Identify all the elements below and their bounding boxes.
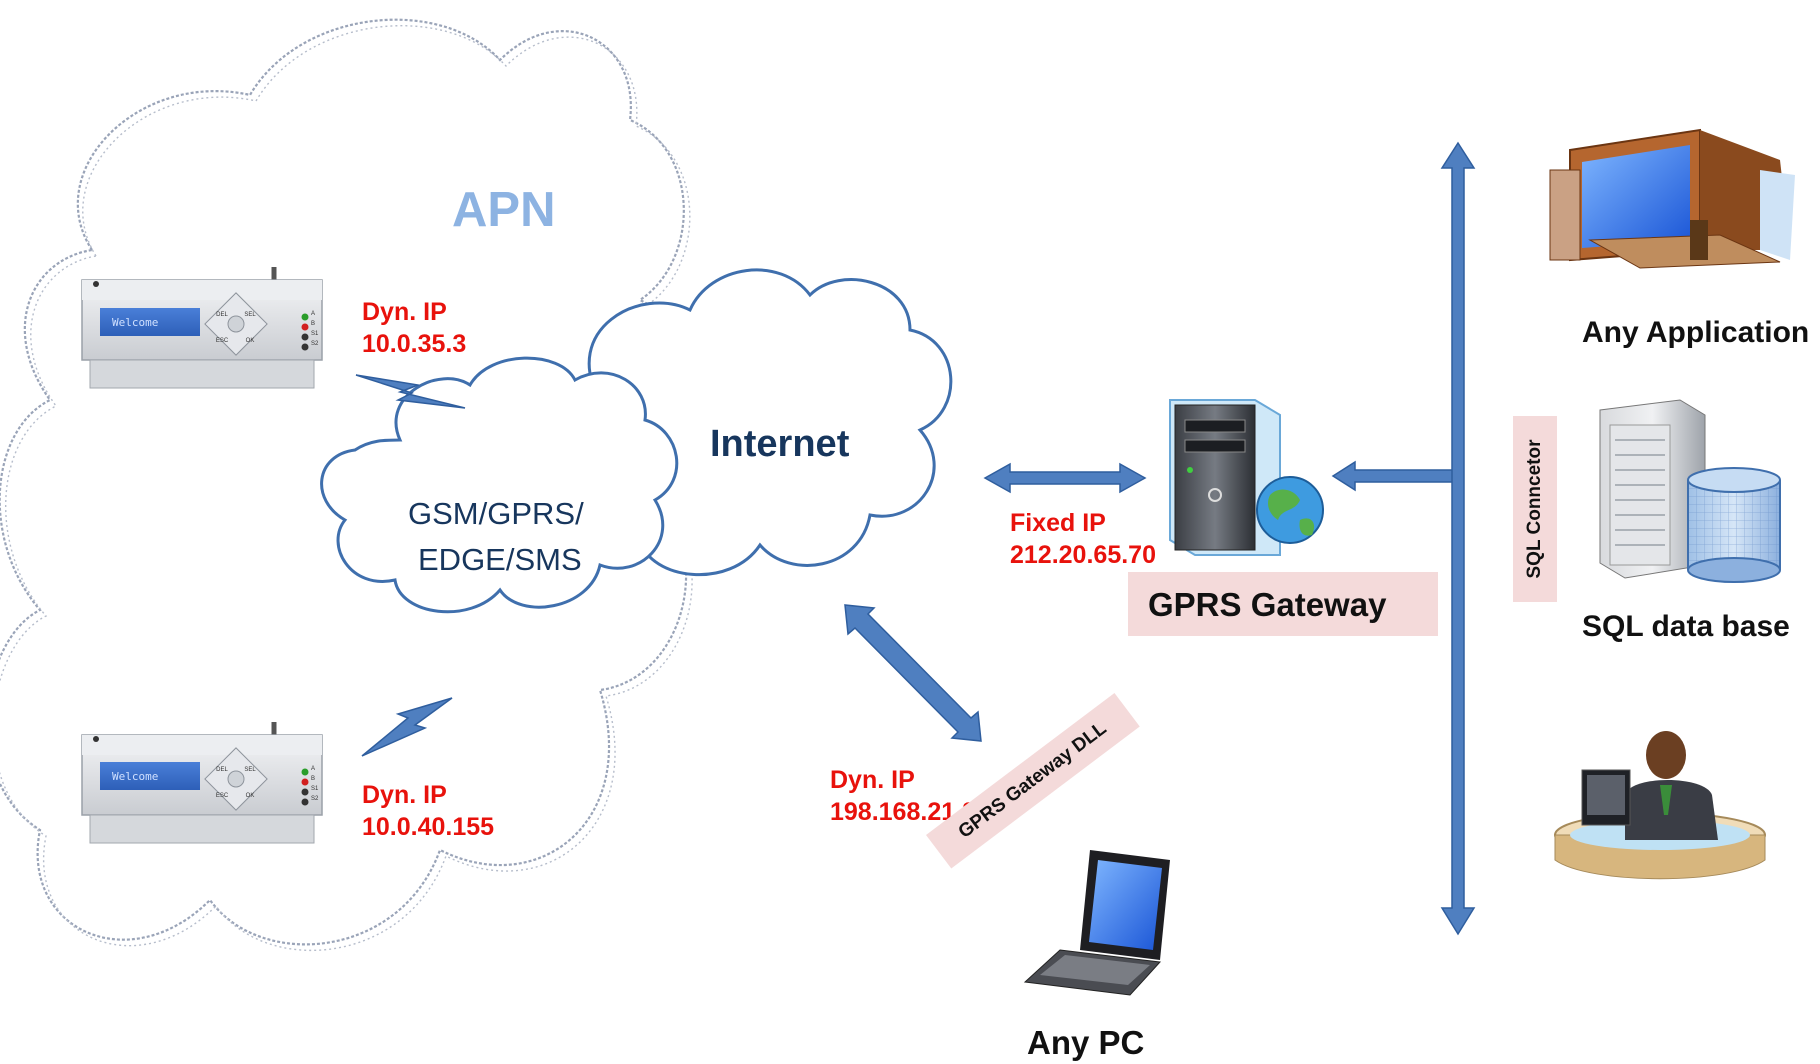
internet-label: Internet <box>710 423 850 465</box>
pc-ip-label: Dyn. IP <box>830 766 915 794</box>
device-leds <box>301 313 309 806</box>
device-top-screen-text: Welcome <box>112 316 159 329</box>
arrow-internet-pc <box>844 604 982 742</box>
desktop-pc-icon <box>1549 128 1795 269</box>
sql-database-label: SQL data base <box>1582 610 1790 643</box>
device-bottom <box>81 722 323 844</box>
apn-cloud <box>0 18 718 946</box>
device-top-button-esc: ESC <box>216 338 229 344</box>
database-icon <box>1687 467 1781 583</box>
gateway-ip-label: Fixed IP <box>1010 509 1106 537</box>
vertical-bus-arrow <box>1440 141 1476 936</box>
device-bottom-button-esc: ESC <box>216 793 229 799</box>
wireless-bolt-top <box>355 374 466 409</box>
device-bottom-ip: 10.0.40.155 <box>362 813 495 841</box>
sql-connector-text: SQL Conncetor <box>1524 439 1545 579</box>
any-application-label: Any Application <box>1582 316 1810 349</box>
device-bottom-led-b: B <box>311 776 315 782</box>
device-top-button-sel: SEL <box>244 312 256 318</box>
device-bottom-led-a: A <box>311 766 315 772</box>
gateway-server-icon <box>1169 399 1324 556</box>
gateway-name: GPRS Gateway <box>1148 586 1387 623</box>
wireless-bolt-bottom <box>361 697 453 757</box>
sql-connector-label: SQL Conncetor <box>1513 416 1557 602</box>
arrow-internet-gateway <box>983 462 1147 494</box>
device-bottom-button-ok: OK <box>246 793 255 799</box>
device-bottom-led-s1: S1 <box>311 786 319 792</box>
device-bottom-screen-text: Welcome <box>112 770 159 783</box>
arrow-bus-gateway <box>1331 460 1457 492</box>
sql-server-icon <box>1599 399 1706 579</box>
pc-name: Any PC <box>1027 1024 1145 1061</box>
gsm-label-line1: GSM/GPRS/ <box>408 496 584 531</box>
device-bottom-button-del: DEL <box>216 767 228 773</box>
gateway-name-box <box>1128 572 1438 636</box>
device-top <box>81 267 323 389</box>
device-bottom-led-s2: S2 <box>311 796 319 802</box>
device-top-led-b: B <box>311 321 315 327</box>
gsm-label-line2: EDGE/SMS <box>418 542 582 577</box>
device-top-led-a: A <box>311 311 315 317</box>
gateway-ip: 212.20.65.70 <box>1010 541 1156 569</box>
operator-icon <box>1554 731 1766 880</box>
gsm-cloud <box>320 356 679 614</box>
apn-label: APN <box>452 183 556 237</box>
device-top-button-ok: OK <box>246 338 255 344</box>
device-top-led-s2: S2 <box>311 341 319 347</box>
device-bottom-ip-label: Dyn. IP <box>362 781 447 809</box>
device-top-button-del: DEL <box>216 312 228 318</box>
device-bottom-button-sel: SEL <box>244 767 256 773</box>
device-top-ip: 10.0.35.3 <box>362 330 467 358</box>
laptop-icon <box>1023 850 1170 996</box>
device-top-led-s1: S1 <box>311 331 319 337</box>
device-top-ip-label: Dyn. IP <box>362 298 447 326</box>
